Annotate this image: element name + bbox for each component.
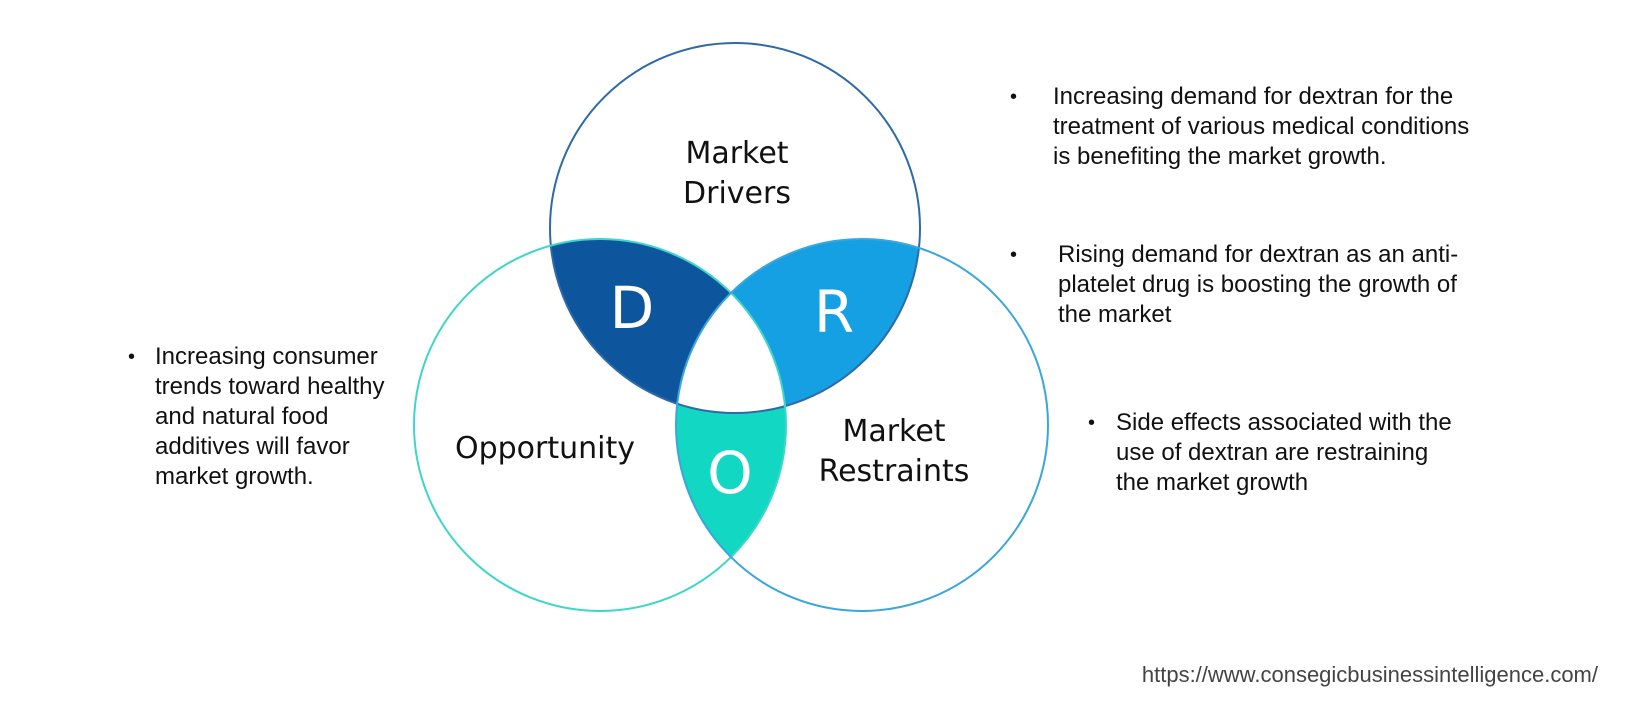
restraints-bullet-1-text: Side effects associated with the use of … xyxy=(1116,409,1452,496)
bullet-marker: • xyxy=(1010,86,1018,108)
letter-d: D xyxy=(610,274,655,342)
restraints-bullet-1: • Side effects associated with the use o… xyxy=(1088,408,1468,498)
drivers-bullet-2-text: Rising demand for dextran as an anti-pla… xyxy=(1058,241,1459,328)
opportunity-bullet-1: • Increasing consumer trends toward heal… xyxy=(128,342,398,492)
drivers-label-line1: Market xyxy=(685,136,788,171)
source-url[interactable]: https://www.consegicbusinessintelligence… xyxy=(1141,662,1598,687)
market-restraints-circle xyxy=(675,238,1049,612)
opportunity-label: Opportunity xyxy=(455,431,635,466)
bullet-marker: • xyxy=(1088,412,1096,434)
drivers-bullet-1-text: Increasing demand for dextran for the tr… xyxy=(1053,83,1470,170)
drivers-label-line2: Drivers xyxy=(683,176,791,211)
drivers-bullet-1: • Increasing demand for dextran for the … xyxy=(1010,82,1480,172)
market-drivers-circle xyxy=(549,42,921,414)
restraints-label-line1: Market xyxy=(842,414,945,449)
restraints-label-line2: Restraints xyxy=(819,454,970,489)
bullet-marker: • xyxy=(1010,244,1018,266)
bullet-marker: • xyxy=(128,346,136,368)
opportunity-bullet-1-text: Increasing consumer trends toward health… xyxy=(155,343,385,490)
opportunity-circle xyxy=(413,238,787,612)
drivers-bullet-2: • Rising demand for dextran as an anti-p… xyxy=(1010,240,1480,330)
letter-r: R xyxy=(814,278,854,346)
letter-o: O xyxy=(707,439,753,507)
